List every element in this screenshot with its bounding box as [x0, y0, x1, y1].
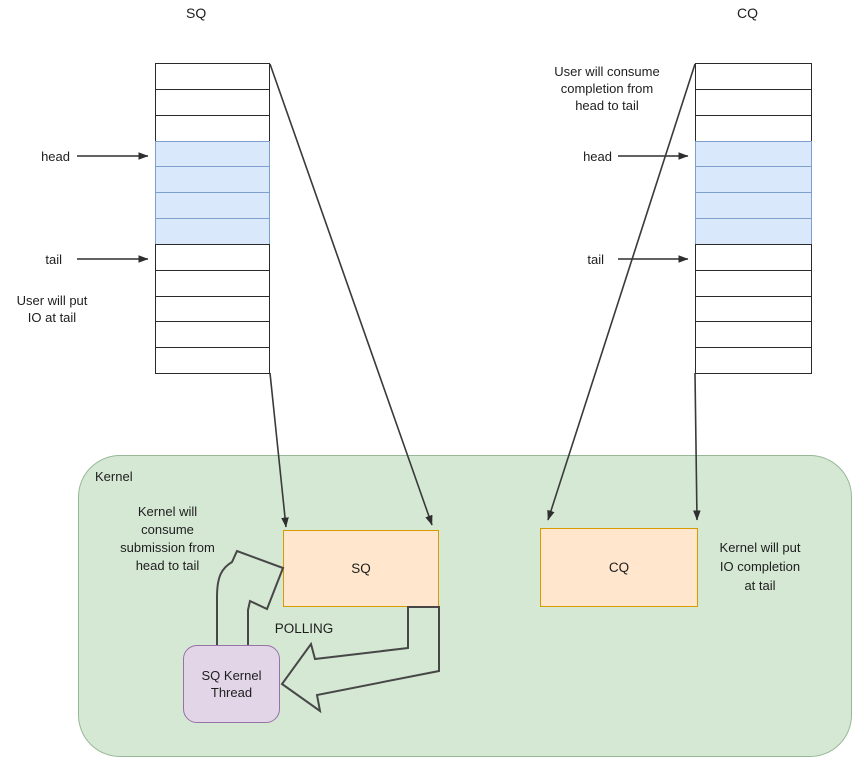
ring-cell-filled: [695, 218, 812, 245]
ring-cell: [695, 63, 812, 90]
ring-cell: [155, 63, 270, 90]
ring-cell-filled: [155, 166, 270, 193]
kernel-completion-note: Kernel will put IO completion at tail: [719, 540, 801, 593]
ring-cell: [695, 89, 812, 116]
cq-top-to-kernel-connector: [547, 63, 696, 521]
ring-cell: [695, 321, 812, 348]
ring-cell-filled: [155, 218, 270, 245]
sq-ring: [155, 63, 270, 374]
sq-user-note: User will put IO at tail: [16, 293, 88, 326]
kernel-sq-box: SQ: [283, 530, 439, 607]
sq-kernel-thread-label: SQ Kernel Thread: [201, 667, 262, 700]
ring-cell-filled: [695, 192, 812, 219]
kernel-cq-box: CQ: [540, 528, 698, 607]
ring-cell-filled: [695, 141, 812, 167]
ring-cell: [155, 244, 270, 271]
kernel-sq-box-label: SQ: [351, 561, 371, 576]
cq-user-note: User will consume completion from head t…: [554, 64, 660, 114]
ring-cell-filled: [155, 141, 270, 167]
kernel-cq-box-label: CQ: [608, 560, 630, 575]
sq-kernel-thread-box: SQ Kernel Thread: [183, 645, 280, 723]
cq-tail-label: tail: [587, 252, 604, 267]
ring-cell: [695, 347, 812, 374]
cq-head-label: head: [583, 149, 612, 164]
polling-label: POLLING: [274, 621, 334, 636]
ring-cell: [155, 347, 270, 374]
cq-ring: [695, 63, 812, 374]
ring-cell: [695, 270, 812, 297]
ring-cell: [155, 321, 270, 348]
ring-cell: [695, 296, 812, 322]
ring-cell: [155, 270, 270, 297]
kernel-label: Kernel: [95, 469, 133, 484]
cq-ring-title: CQ: [737, 5, 758, 21]
sq-head-label: head: [41, 149, 70, 164]
ring-cell-filled: [695, 166, 812, 193]
ring-cell: [695, 115, 812, 142]
ring-cell: [155, 115, 270, 142]
ring-cell-filled: [155, 192, 270, 219]
kernel-consume-note: Kernel will consume submission from head…: [120, 504, 215, 573]
sq-tail-label: tail: [45, 252, 62, 267]
ring-cell: [155, 89, 270, 116]
sq-ring-title: SQ: [186, 5, 207, 21]
ring-cell: [155, 296, 270, 322]
ring-cell: [695, 244, 812, 271]
